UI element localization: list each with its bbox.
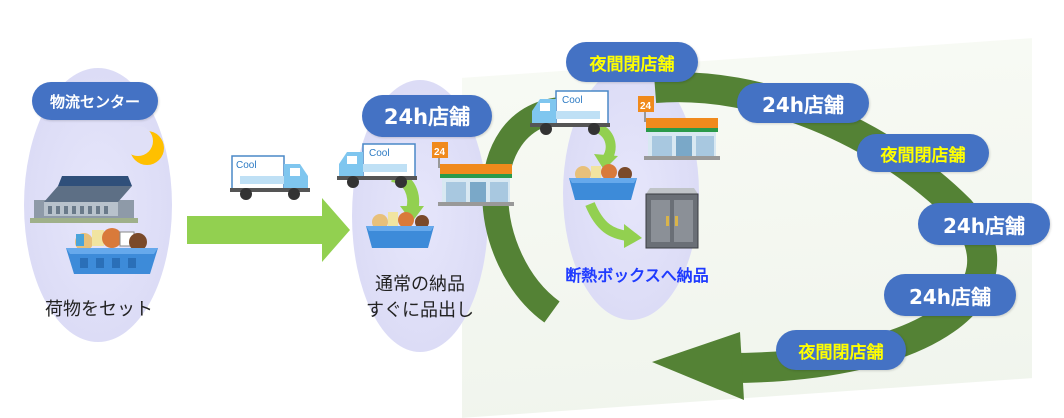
caption-insulated-box-delivery: 断熱ボックスへ納品 — [565, 266, 709, 285]
convenience-store-icon-24h: 24 — [432, 142, 514, 206]
convenience-store-icon-night: 24 — [638, 96, 720, 160]
label-24h-store-c: 24h店舗 — [918, 203, 1050, 245]
label-night-closed-store-c: 夜間閉店舗 — [776, 330, 906, 370]
truck-brand-text: Cool — [236, 160, 257, 171]
center-to-store-arrow — [187, 198, 350, 262]
truck-brand-text: Cool — [369, 148, 390, 159]
goods-tray-night — [569, 164, 637, 200]
label-night-closed-store-b: 夜間閉店舗 — [857, 134, 989, 172]
cool-truck-icon-24h: Cool — [337, 143, 417, 188]
store-sign-text: 24 — [434, 147, 446, 158]
warehouse-icon — [30, 176, 138, 223]
cool-truck-icon-night: Cool — [530, 90, 610, 135]
caption-immediate-shelving: すぐに品出し — [366, 300, 474, 321]
label-24h-store-b: 24h店舗 — [737, 83, 869, 123]
cool-truck-icon-transit: Cool — [230, 155, 310, 200]
loop-arrowhead — [652, 332, 744, 400]
goods-tray-center — [66, 228, 158, 274]
caption-set-cargo: 荷物をセット — [45, 299, 153, 320]
truck-brand-text: Cool — [562, 95, 583, 106]
label-logistics-center: 物流センター — [32, 82, 158, 120]
goods-tray-24h — [366, 212, 434, 248]
label-night-closed-store-top: 夜間閉店舗 — [566, 42, 698, 82]
label-24h-store-d: 24h店舗 — [884, 274, 1016, 316]
label-24h-store-a: 24h店舗 — [362, 95, 492, 137]
insulated-box-icon — [645, 188, 699, 249]
caption-normal-delivery: 通常の納品 — [375, 274, 465, 295]
store-sign-text: 24 — [640, 101, 652, 112]
moon-icon — [123, 126, 164, 165]
